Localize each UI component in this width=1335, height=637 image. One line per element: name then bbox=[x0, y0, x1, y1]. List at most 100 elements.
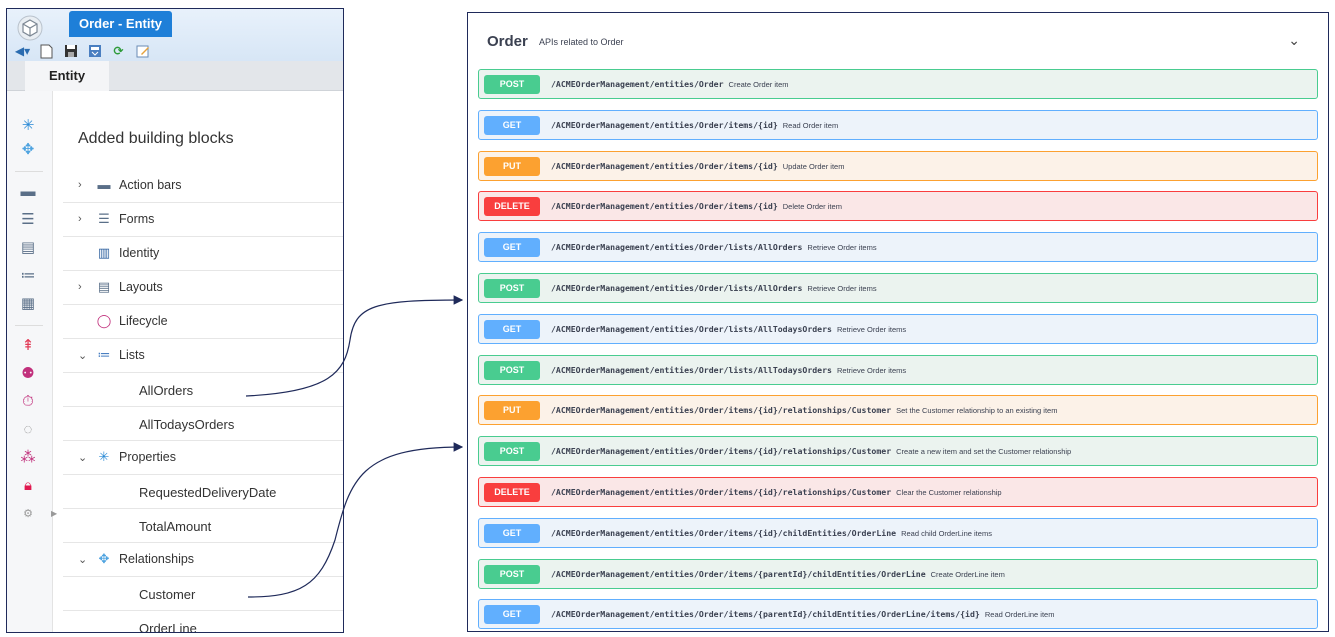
tree-item-label: Relationships bbox=[119, 552, 195, 566]
api-operation-get[interactable]: GET/ACMEOrderManagement/entities/Order/i… bbox=[478, 599, 1318, 630]
lists-rail-icon[interactable]: ≔ bbox=[20, 267, 36, 284]
endpoint-path: /ACMEOrderManagement/entities/Order/list… bbox=[551, 283, 877, 293]
toolbar: ◀▾ ⟳ bbox=[15, 42, 150, 60]
rail-expand-arrow[interactable]: ▶ bbox=[51, 509, 58, 518]
endpoint-path: /ACMEOrderManagement/entities/Order/item… bbox=[551, 405, 1057, 415]
layouts-icon: ▤ bbox=[97, 279, 111, 294]
settings-rail-icon[interactable]: ⚙ bbox=[23, 508, 33, 520]
api-operation-get[interactable]: GET/ACMEOrderManagement/entities/Order/l… bbox=[478, 232, 1318, 263]
api-operation-delete[interactable]: DELETE/ACMEOrderManagement/entities/Orde… bbox=[478, 477, 1318, 507]
document-title-tab[interactable]: Order - Entity bbox=[69, 11, 172, 37]
action-bars-rail-icon[interactable]: ▬ bbox=[20, 183, 36, 200]
endpoint-path-text: /ACMEOrderManagement/entities/Order/list… bbox=[551, 323, 832, 334]
tree-item-label: Lifecycle bbox=[119, 314, 168, 328]
tree-item-label: Layouts bbox=[119, 280, 163, 294]
endpoint-summary: Set the Customer relationship to an exis… bbox=[896, 406, 1058, 416]
building-block-icon-rail: ✳ ✥ ▬ ☰ ▤ ≔ ▦ ⇞ ⚉ ⏱ ◌ ⁂ 🔒︎ ⚙ bbox=[7, 91, 53, 632]
endpoint-summary: Clear the Customer relationship bbox=[896, 488, 1002, 497]
api-section-title: Order bbox=[487, 33, 528, 50]
identity-rail-icon[interactable]: ▦ bbox=[20, 295, 36, 312]
endpoint-path-text: /ACMEOrderManagement/entities/Order/item… bbox=[551, 487, 892, 497]
edit-icon[interactable] bbox=[135, 44, 150, 59]
http-method-badge: GET bbox=[484, 238, 540, 258]
chevron-down-icon[interactable]: ⌄ bbox=[78, 350, 88, 362]
api-operation-get[interactable]: GET/ACMEOrderManagement/entities/Order/i… bbox=[478, 109, 1318, 140]
endpoint-path-text: /ACMEOrderManagement/entities/Order/item… bbox=[551, 527, 897, 538]
share-icon[interactable]: ◀▾ bbox=[14, 44, 31, 58]
rail-divider bbox=[15, 171, 43, 172]
api-operation-get[interactable]: GET/ACMEOrderManagement/entities/Order/l… bbox=[478, 313, 1318, 344]
endpoint-path-text: /ACMEOrderManagement/entities/Order/item… bbox=[551, 446, 892, 457]
http-method-badge: PUT bbox=[484, 401, 540, 421]
api-operation-delete[interactable]: DELETE/ACMEOrderManagement/entities/Orde… bbox=[478, 191, 1318, 222]
tree-item-layouts[interactable]: › ▤ Layouts bbox=[63, 271, 343, 305]
tree-item-customer[interactable]: Customer bbox=[63, 577, 343, 611]
tree-item-properties[interactable]: ⌄ ✳ Properties bbox=[63, 441, 343, 475]
api-operation-post[interactable]: POST/ACMEOrderManagement/entities/Order/… bbox=[478, 273, 1318, 303]
endpoint-summary: Create OrderLine item bbox=[930, 569, 1005, 579]
chevron-right-icon[interactable]: › bbox=[78, 179, 82, 191]
tree-item-relationships[interactable]: ⌄ ✥ Relationships bbox=[63, 543, 343, 577]
identity-icon: ▥ bbox=[97, 245, 111, 260]
chevron-down-icon[interactable]: ⌄ bbox=[1288, 32, 1300, 48]
tree-rail-icon[interactable]: ⁂ bbox=[20, 449, 36, 466]
refresh-icon[interactable]: ⟳ bbox=[113, 44, 124, 58]
api-operation-post[interactable]: POST/ACMEOrderManagement/entities/Order/… bbox=[478, 436, 1318, 467]
lifecycle-rail-icon[interactable]: ◌ bbox=[23, 421, 33, 438]
tree-item-label: OrderLine bbox=[139, 621, 197, 633]
endpoint-path-text: /ACMEOrderManagement/entities/Order/item… bbox=[551, 119, 778, 130]
chevron-down-icon[interactable]: ⌄ bbox=[78, 554, 88, 566]
tab-bar: Entity bbox=[7, 61, 343, 91]
tree-item-action-bars[interactable]: › ▬ Action bars bbox=[63, 169, 343, 203]
chevron-down-icon[interactable]: ⌄ bbox=[78, 452, 88, 464]
tree-item-label: AllOrders bbox=[139, 383, 194, 398]
chevron-right-icon[interactable]: › bbox=[78, 281, 82, 293]
tree-item-forms[interactable]: › ☰ Forms bbox=[63, 203, 343, 237]
lifecycle-icon: ◯ bbox=[96, 313, 112, 328]
endpoint-path: /ACMEOrderManagement/entities/Order/item… bbox=[551, 569, 1005, 579]
tab-entity[interactable]: Entity bbox=[25, 61, 109, 91]
api-operation-get[interactable]: GET/ACMEOrderManagement/entities/Order/i… bbox=[478, 517, 1318, 548]
tree-item-label: Action bars bbox=[119, 178, 182, 192]
endpoint-path-text: /ACMEOrderManagement/entities/Order/list… bbox=[551, 242, 803, 253]
properties-icon: ✳ bbox=[98, 449, 110, 464]
api-operation-put[interactable]: PUT/ACMEOrderManagement/entities/Order/i… bbox=[478, 395, 1318, 426]
tree-item-orderline[interactable]: OrderLine bbox=[63, 611, 343, 633]
api-section-header[interactable]: Order APIs related to Order ⌄ bbox=[468, 13, 1328, 65]
save-all-icon[interactable] bbox=[87, 44, 102, 59]
api-operation-put[interactable]: PUT/ACMEOrderManagement/entities/Order/i… bbox=[478, 150, 1318, 181]
tree-item-alltodaysorders[interactable]: AllTodaysOrders bbox=[63, 407, 343, 441]
filter-rail-icon[interactable]: ⇞ bbox=[21, 337, 35, 354]
endpoint-path: /ACMEOrderManagement/entities/Order/item… bbox=[551, 201, 842, 211]
tree-item-lifecycle[interactable]: ◯ Lifecycle bbox=[63, 305, 343, 339]
save-icon[interactable] bbox=[63, 44, 78, 59]
app-header: Order - Entity ◀▾ ⟳ bbox=[7, 9, 343, 61]
http-method-badge: DELETE bbox=[484, 197, 540, 217]
tree-item-identity[interactable]: ▥ Identity bbox=[63, 237, 343, 271]
endpoint-path: /ACMEOrderManagement/entities/Order/list… bbox=[551, 324, 906, 334]
tree-item-requesteddeliverydate[interactable]: RequestedDeliveryDate bbox=[63, 475, 343, 509]
relationships-icon: ✥ bbox=[98, 551, 110, 566]
entity-editor-panel: Order - Entity ◀▾ ⟳ Entity ✳ ✥ ▬ ☰ ▤ ≔ ▦… bbox=[6, 8, 344, 633]
timer-rail-icon[interactable]: ⏱ bbox=[22, 393, 34, 410]
tree-item-allorders[interactable]: AllOrders bbox=[63, 373, 343, 407]
entity-cube-icon bbox=[17, 15, 43, 41]
tree-item-totalamount[interactable]: TotalAmount bbox=[63, 509, 343, 543]
tree-item-label: RequestedDeliveryDate bbox=[139, 485, 277, 500]
lock-icon[interactable]: 🔒︎ bbox=[24, 477, 32, 494]
layouts-rail-icon[interactable]: ▤ bbox=[20, 239, 36, 256]
tree-item-lists[interactable]: ⌄ ≔ Lists bbox=[63, 339, 343, 373]
endpoint-summary: Create Order item bbox=[728, 80, 789, 89]
tree-item-label: TotalAmount bbox=[139, 519, 212, 534]
new-document-icon[interactable] bbox=[39, 44, 54, 59]
user-rail-icon[interactable]: ⚉ bbox=[21, 365, 35, 382]
properties-rail-icon[interactable]: ✳ bbox=[21, 117, 35, 134]
forms-rail-icon[interactable]: ☰ bbox=[21, 211, 35, 228]
tree-item-label: Identity bbox=[119, 246, 160, 260]
http-method-badge: POST bbox=[484, 564, 540, 584]
chevron-right-icon[interactable]: › bbox=[78, 213, 82, 225]
api-operation-post[interactable]: POST/ACMEOrderManagement/entities/Order/… bbox=[478, 558, 1318, 589]
api-operation-post[interactable]: POST/ACMEOrderManagement/entities/Order/… bbox=[478, 354, 1318, 385]
relationships-rail-icon[interactable]: ✥ bbox=[21, 141, 35, 158]
